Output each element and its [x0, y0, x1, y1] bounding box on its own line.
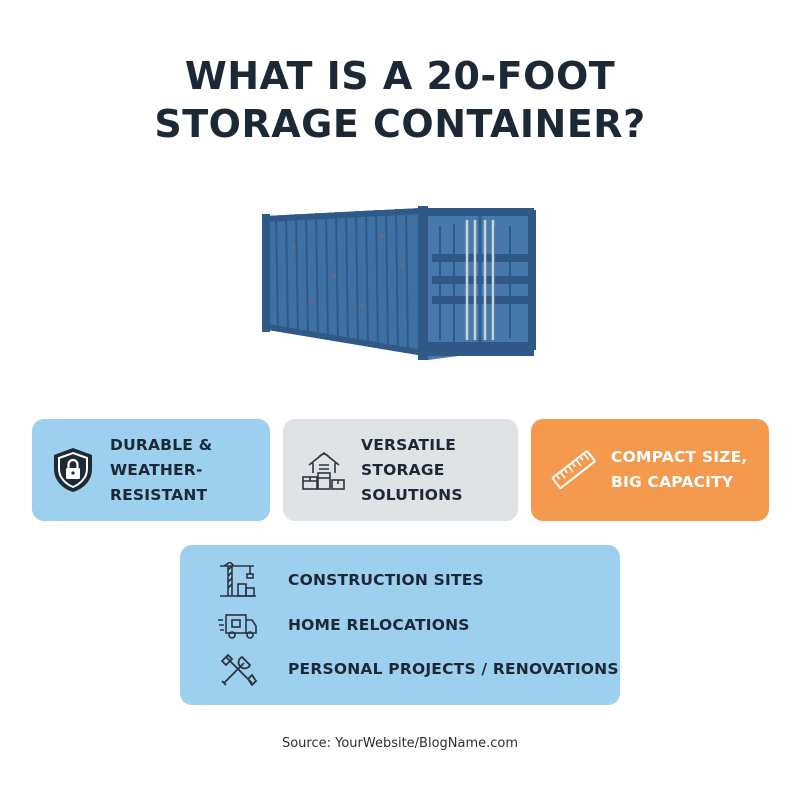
feature-label: COMPACT SIZE, BIG CAPACITY	[611, 448, 748, 491]
feature-card-versatile: VERSATILE STORAGE SOLUTIONS	[283, 419, 518, 521]
use-cases-panel: CONSTRUCTION SITES HOME RELOCATIONS PERS…	[180, 545, 620, 705]
title-line-2: STORAGE CONTAINER?	[154, 102, 646, 146]
use-case-item: HOME RELOCATIONS	[218, 607, 469, 643]
moving-truck-icon	[218, 614, 257, 639]
warehouse-boxes-icon	[302, 451, 345, 490]
use-case-item: PERSONAL PROJECTS / RENOVATIONS	[218, 651, 619, 687]
page-title: WHAT IS A 20-FOOT STORAGE CONTAINER?	[0, 52, 800, 148]
shipping-container-illustration	[262, 206, 536, 360]
feature-label: DURABLE & WEATHER-RESISTANT	[110, 435, 213, 504]
use-case-item: CONSTRUCTION SITES	[218, 562, 484, 598]
crane-icon	[220, 562, 256, 597]
use-case-label: PERSONAL PROJECTS / RENOVATIONS	[288, 660, 619, 678]
tools-icon	[220, 653, 258, 687]
feature-card-compact: COMPACT SIZE, BIG CAPACITY	[531, 419, 769, 521]
title-line-1: WHAT IS A 20-FOOT	[184, 54, 616, 98]
use-case-label: HOME RELOCATIONS	[288, 616, 470, 634]
ruler-icon	[551, 450, 596, 489]
use-case-label: CONSTRUCTION SITES	[288, 571, 484, 589]
feature-card-durable: DURABLE & WEATHER-RESISTANT	[32, 419, 270, 521]
source-credit: Source: YourWebsite/BlogName.com	[281, 736, 519, 751]
shield-lock-icon	[54, 448, 92, 492]
feature-label: VERSATILE STORAGE SOLUTIONS	[361, 435, 463, 504]
